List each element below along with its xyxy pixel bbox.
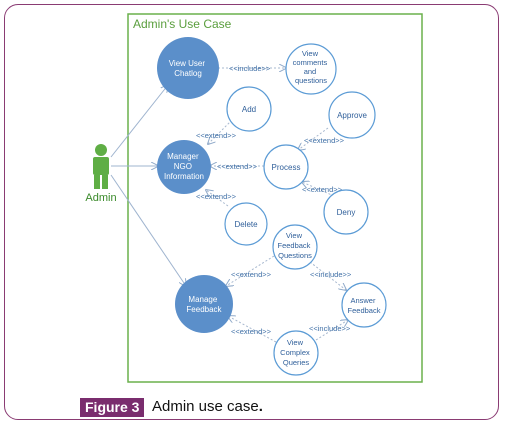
actor-label: Admin [85,192,116,204]
assoc-chatlog [110,85,168,158]
text-manager-ngo: Manager NGO Information [164,152,204,181]
label-include-1: <<include>> [229,64,271,73]
admin-actor-icon [93,144,109,189]
text-add: Add [242,105,256,114]
usecase-answer-feedback [341,282,387,328]
rel-add-manager [208,119,233,144]
usecase-view-complex-queries [273,330,319,376]
text-approve: Approve [337,111,367,120]
figure-caption: Admin use case. [152,398,263,415]
label-include-complex: <<include>> [309,324,351,333]
usecase-process [263,144,309,190]
system-title: Admin's Use Case [133,17,232,31]
label-extend-feedbackq: <<extend>> [231,270,272,279]
text-process: Process [272,163,301,172]
label-extend-process: <<extend>> [217,162,258,171]
usecase-view-feedback-questions [272,224,318,270]
usecase-view-comments [285,43,337,95]
text-view-complex-queries: View Complex Queries [280,338,312,367]
caption-text: Admin use case [152,398,259,415]
text-delete: Delete [234,220,258,229]
text-answer-feedback: Answer Feedback [348,296,381,315]
system-boundary [127,13,423,383]
usecase-approve [328,91,376,139]
usecase-add [226,86,272,132]
label-extend-add: <<extend>> [196,131,237,140]
label-extend-complex: <<extend>> [231,327,272,336]
text-manage-feedback: Manage Feedback [186,295,222,314]
assoc-manage-feedback [110,174,186,286]
text-view-feedback-questions: View Feedback Questions [277,231,312,260]
rel-feedbackq-manage [226,255,275,286]
usecase-manager-ngo [157,140,211,194]
label-extend-deny: <<extend>> [302,185,343,194]
figure-label: Figure 3 [80,398,145,417]
text-view-comments: View comments and questions [293,49,330,85]
rel-deny-process [302,182,335,197]
figure-frame [4,4,499,420]
label-extend-approve: <<extend>> [304,136,345,145]
text-view-user-chatlog: View User Chatlog [169,59,208,78]
usecase-manage-feedback [175,275,233,333]
usecase-delete [224,202,268,246]
usecase-view-user-chatlog [157,37,219,99]
rel-delete-manager [206,190,229,207]
rel-complex-manage [228,316,277,343]
text-deny: Deny [337,208,356,217]
label-extend-delete: <<extend>> [196,192,237,201]
caption-period: . [258,398,263,415]
usecase-deny [323,189,369,235]
label-include-answer: <<include>> [310,270,352,279]
